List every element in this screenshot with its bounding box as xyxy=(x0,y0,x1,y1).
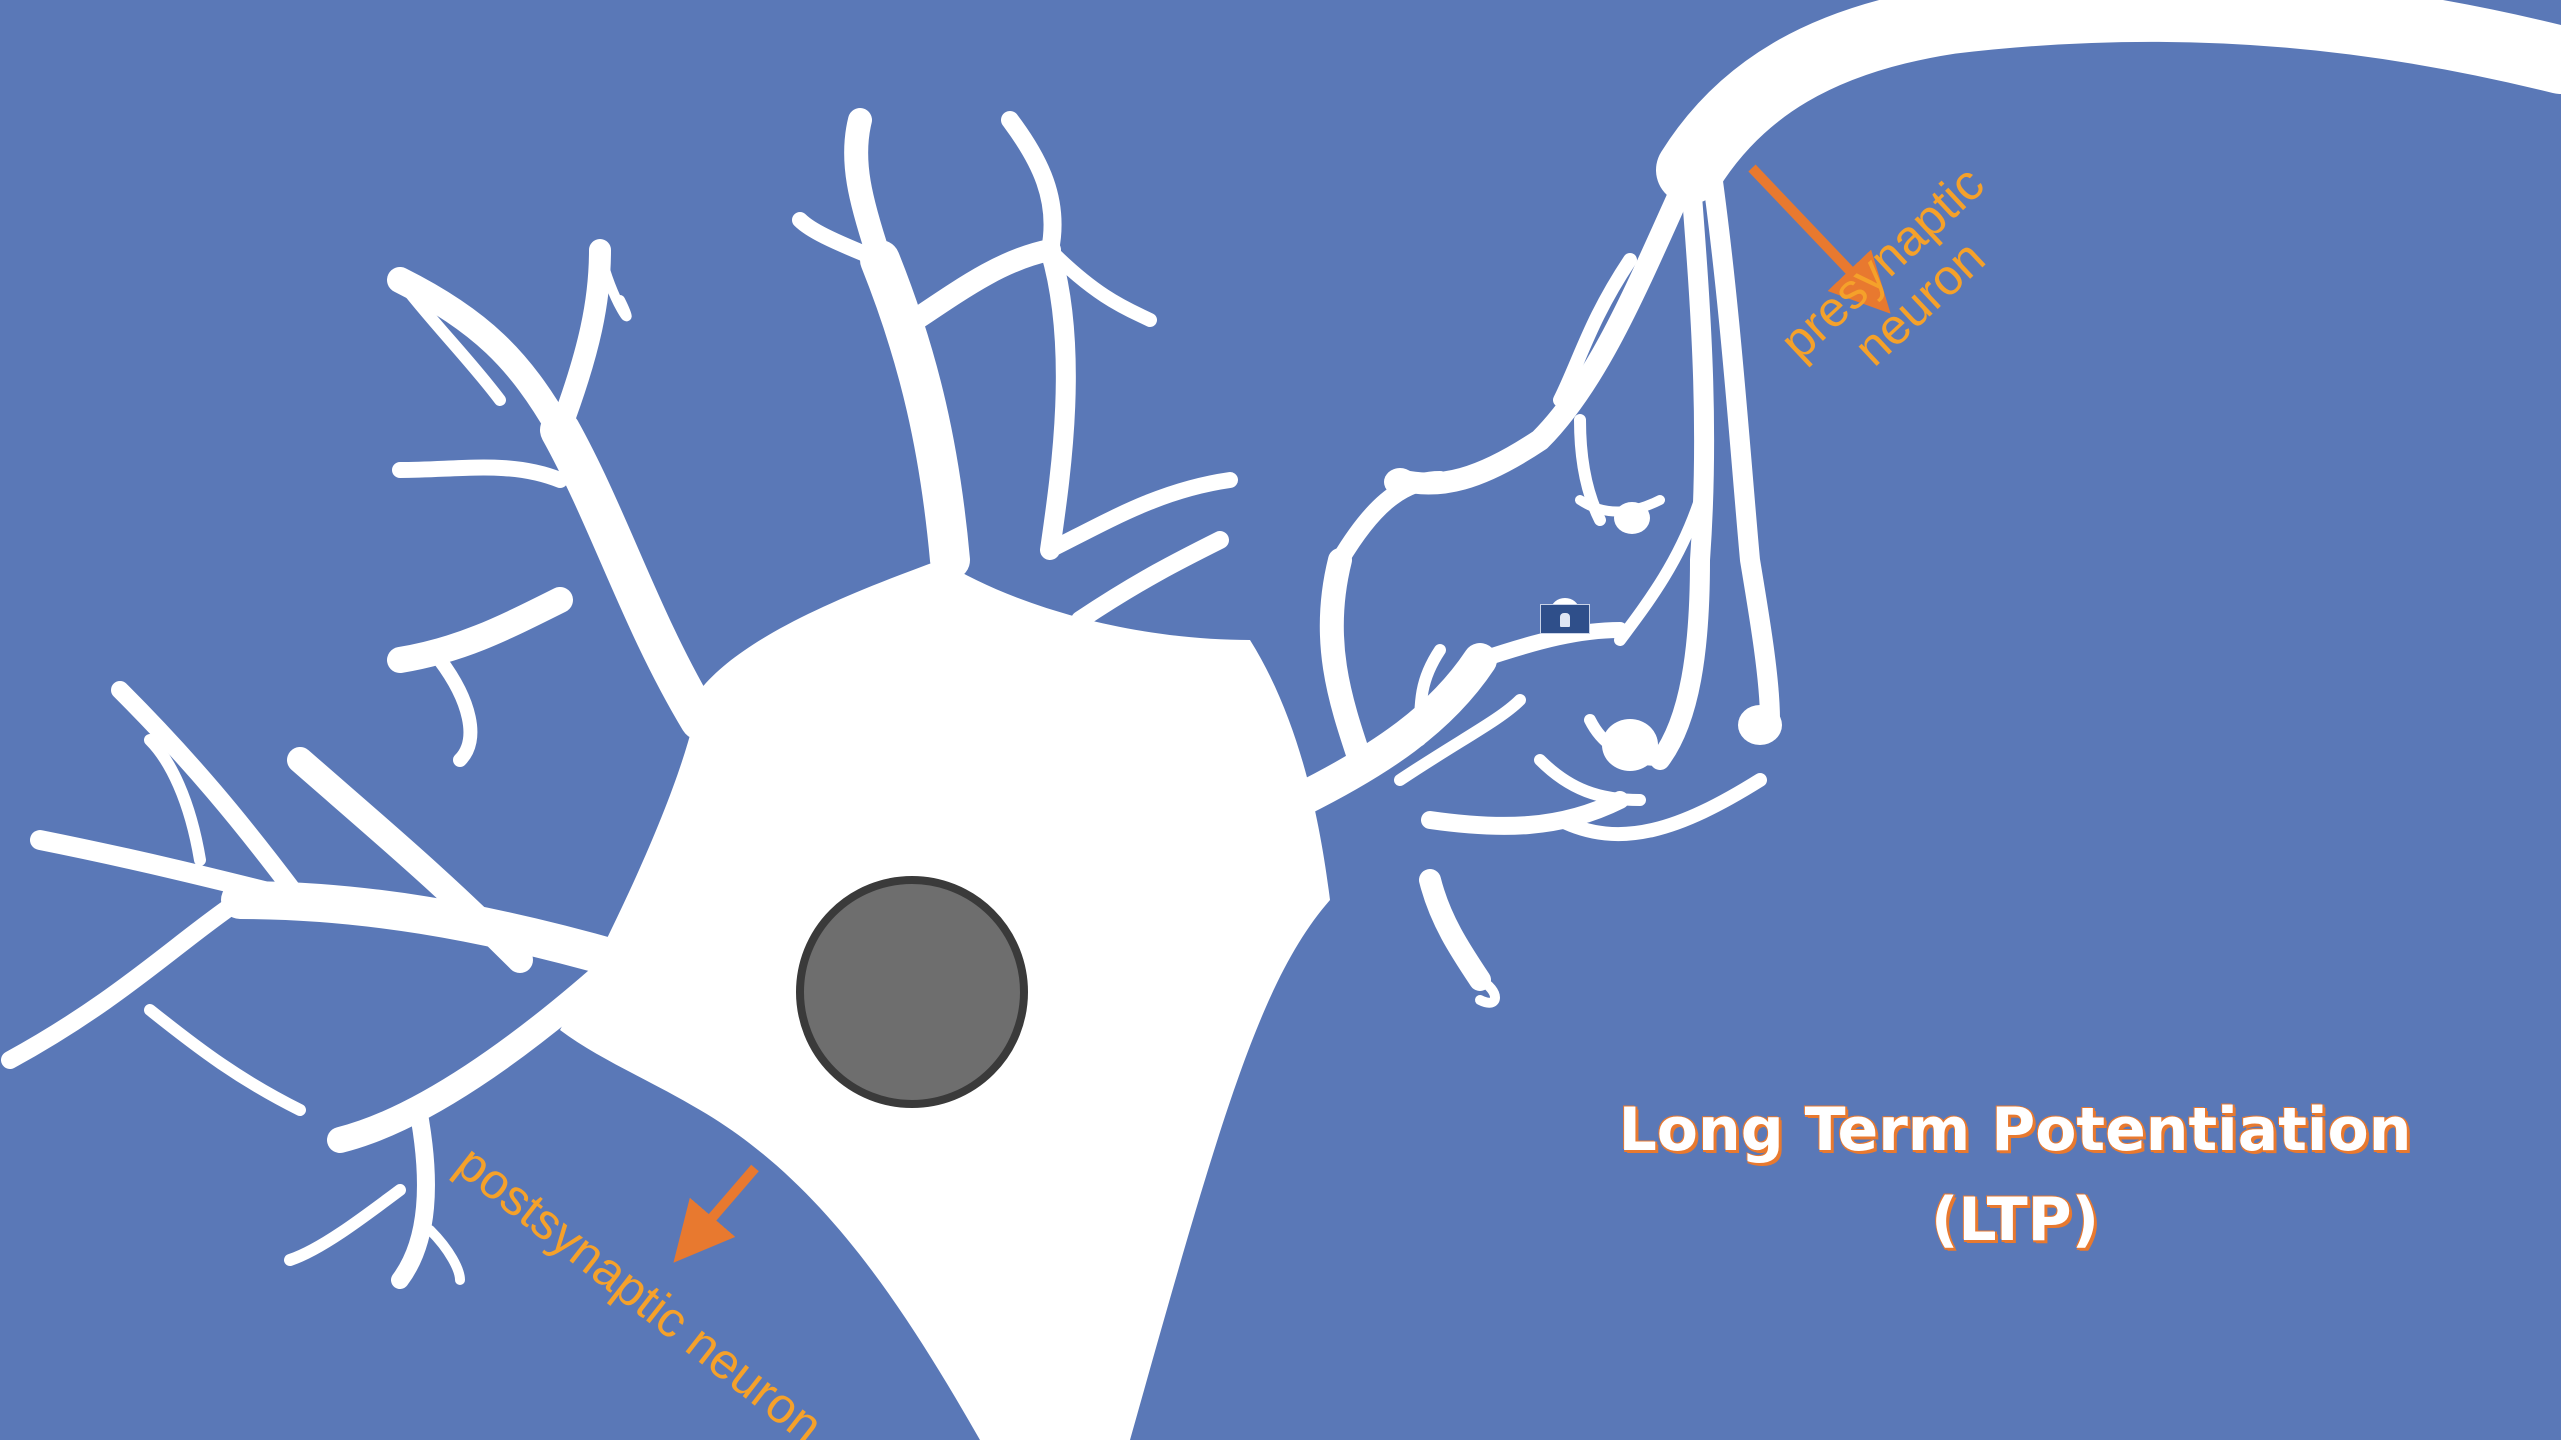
thumbnail-icon[interactable] xyxy=(1540,604,1590,634)
presynaptic-axon xyxy=(1400,8,2561,760)
arrow-postsynaptic-icon xyxy=(693,1168,755,1240)
slide-title: Long Term Potentiation (LTP) xyxy=(1560,1085,2470,1265)
title-line1: Long Term Potentiation xyxy=(1560,1085,2470,1175)
title-line2: (LTP) xyxy=(1560,1175,2470,1265)
nucleus xyxy=(800,880,1024,1104)
